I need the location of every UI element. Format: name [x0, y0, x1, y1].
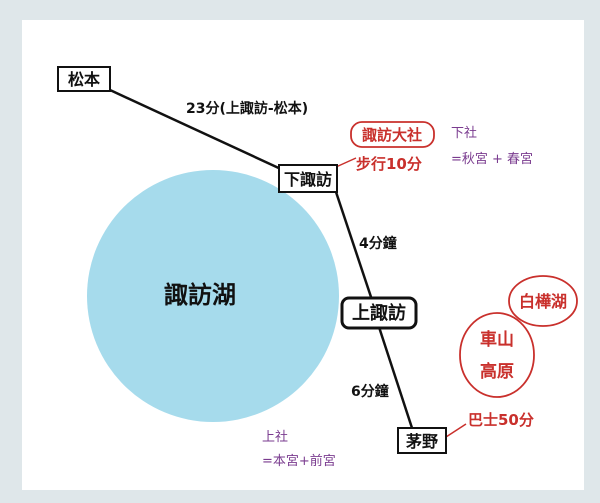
station-box-chino [397, 427, 447, 454]
station-box-shimosuwa [278, 164, 338, 193]
suwa-lake-shape [87, 170, 339, 422]
shrine-outline [350, 121, 435, 148]
time-kamisuwa-chino: 6分鐘 [351, 383, 389, 400]
rail-kamisuwa-chino [377, 326, 414, 429]
station-box-kamisuwa [340, 296, 418, 330]
station-matsumoto: 松本 [68, 70, 100, 89]
time-matsumoto-shimosuwa: 23分(上諏訪-松本) [186, 100, 308, 117]
shimosha-detail: =秋宮 + 春宮 [451, 151, 533, 167]
kurumayama-line1: 車山 [480, 329, 514, 350]
station-shimosuwa: 下諏訪 [284, 170, 332, 189]
shimosha-title: 下社 [451, 125, 477, 141]
bus-pointer [445, 423, 467, 438]
shirakaba-outline [508, 275, 578, 327]
bus-time: 巴士50分 [468, 411, 534, 429]
station-box-matsumoto [57, 66, 111, 92]
rail-shimosuwa-kamisuwa [334, 191, 374, 301]
kamisha-detail: =本宮+前宮 [262, 453, 336, 469]
shrine-walk-time: 步行10分 [356, 155, 422, 173]
rail-matsumoto-shimosuwa [109, 88, 284, 172]
shirakaba-label: 白樺湖 [519, 292, 567, 311]
kurumayama-outline [459, 312, 535, 398]
walk-pointer [335, 157, 357, 168]
lake-label: 諏訪湖 [164, 281, 236, 309]
station-chino: 茅野 [406, 432, 438, 451]
kurumayama-line2: 高原 [480, 361, 514, 382]
shrine-name: 諏訪大社 [362, 126, 422, 144]
time-shimosuwa-kamisuwa: 4分鐘 [359, 235, 397, 252]
station-kamisuwa: 上諏訪 [352, 302, 406, 324]
kamisha-title: 上社 [262, 429, 288, 445]
